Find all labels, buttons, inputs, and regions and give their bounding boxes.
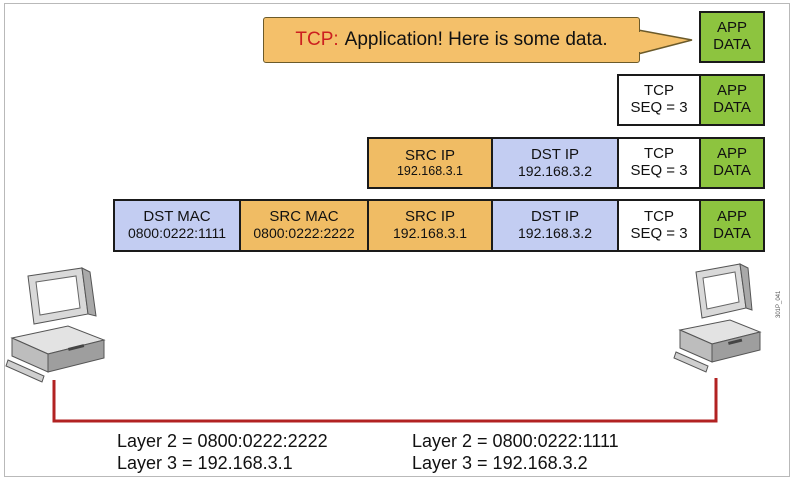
left-layer2-address: Layer 2 = 0800:0222:2222 (117, 431, 328, 451)
cell-line1: SRC MAC (269, 208, 339, 226)
left-layer3-address: Layer 3 = 192.168.3.1 (117, 453, 293, 473)
figure-id: 301P_041 (776, 290, 782, 318)
cell-line2: 192.168.3.1 (396, 164, 464, 179)
cell-line1: TCP (644, 145, 674, 163)
cell-line2: DATA (713, 224, 751, 242)
app-data-cell: APP DATA (699, 199, 765, 252)
bubble-protocol: TCP: (295, 29, 339, 50)
cell-line1: APP (716, 207, 747, 225)
dst-ip-cell: DST IP 192.168.3.2 (491, 199, 619, 252)
cell-line2: DATA (713, 99, 751, 116)
cell-line1: TCP (644, 207, 674, 225)
speech-bubble-tail (637, 29, 693, 55)
cell-line1: DST MAC (143, 208, 211, 226)
app-data-cell: APP DATA (699, 137, 765, 189)
cell-line2: DATA (713, 36, 751, 53)
cell-line2: 192.168.3.1 (393, 225, 467, 242)
dst-mac-cell: DST MAC 0800:0222:1111 (113, 199, 241, 252)
right-layer3-address: Layer 3 = 192.168.3.2 (412, 453, 588, 473)
left-host-addresses: Layer 2 = 0800:0222:2222 Layer 3 = 192.1… (117, 430, 328, 474)
src-ip-cell: SRC IP 192.168.3.1 (367, 199, 493, 252)
network-cable (52, 378, 718, 423)
cell-line1: DST IP (530, 208, 580, 226)
src-ip-cell: SRC IP 192.168.3.1 (367, 137, 493, 189)
tcp-header-cell: TCP SEQ = 3 (617, 199, 701, 252)
tcp-header-cell: TCP SEQ = 3 (617, 137, 701, 189)
cell-line2: 192.168.3.2 (518, 162, 592, 179)
cell-line1: DST IP (530, 145, 580, 163)
cell-line2: 0800:0222:1111 (127, 225, 227, 242)
tcp-header-cell: TCP SEQ = 3 (617, 74, 701, 126)
cell-line2: DATA (713, 162, 751, 179)
app-data-cell: APP DATA (699, 11, 765, 63)
cell-line2: SEQ = 3 (630, 162, 688, 179)
cell-line2: 192.168.3.2 (518, 225, 592, 242)
src-mac-cell: SRC MAC 0800:0222:2222 (239, 199, 369, 252)
cell-line1: TCP (644, 82, 674, 100)
cell-line1: SRC IP (404, 208, 455, 226)
cell-line2: SEQ = 3 (630, 99, 688, 116)
cell-line1: APP (716, 82, 747, 100)
cell-line1: APP (716, 145, 747, 163)
right-host-addresses: Layer 2 = 0800:0222:1111 Layer 3 = 192.1… (412, 430, 619, 474)
tcp-speech-bubble: TCP: Application! Here is some data. (263, 17, 640, 63)
cell-line1: SRC IP (404, 146, 455, 164)
right-layer2-address: Layer 2 = 0800:0222:1111 (412, 431, 619, 451)
cell-line2: 0800:0222:2222 (253, 225, 355, 242)
cell-line1: APP (716, 19, 747, 37)
dst-ip-cell: DST IP 192.168.3.2 (491, 137, 619, 189)
desktop-computer-icon (5, 267, 106, 383)
cell-line2: SEQ = 3 (630, 224, 688, 242)
desktop-computer-icon (673, 263, 762, 373)
app-data-cell: APP DATA (699, 74, 765, 126)
bubble-message: Application! Here is some data. (344, 29, 608, 50)
